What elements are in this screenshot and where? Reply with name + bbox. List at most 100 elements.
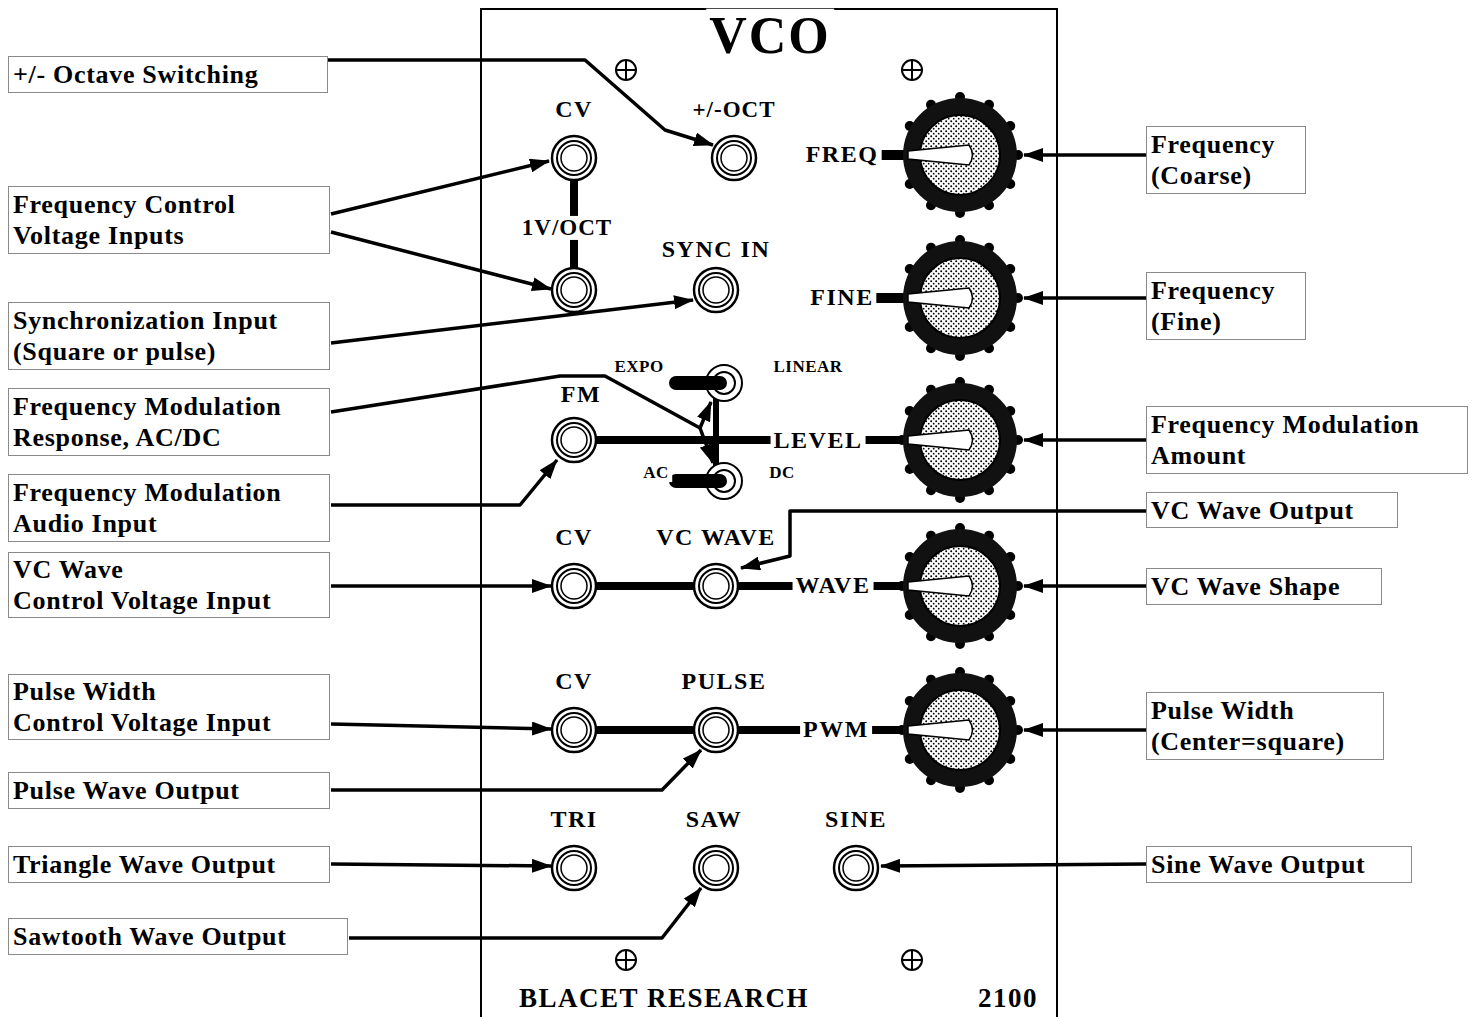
callout-text: VC Wave Shape — [1151, 571, 1375, 602]
callout-text: Frequency (Coarse) — [1151, 129, 1299, 191]
jack-socket — [717, 141, 751, 175]
callout-box: Frequency Modulation Amount — [1146, 406, 1468, 474]
panel-screw — [625, 950, 627, 970]
knob-pointer — [908, 576, 973, 596]
callout-text: Pulse Width Control Voltage Input — [13, 676, 323, 738]
jack-socket — [557, 423, 591, 457]
jack-socket — [703, 277, 729, 303]
leader-line — [1024, 728, 1146, 732]
jack-socket — [694, 708, 738, 752]
leader-line — [328, 60, 713, 145]
jack-socket — [552, 564, 596, 608]
jack-socket — [561, 277, 587, 303]
callout-box: VC Wave Output — [1146, 492, 1398, 528]
callout-text: Sine Wave Output — [1151, 849, 1405, 880]
leader-line — [331, 376, 700, 428]
toggle-lever — [676, 474, 720, 488]
callout-box: Sine Wave Output — [1146, 846, 1412, 883]
callout-text: Sawtooth Wave Output — [13, 921, 341, 952]
callout-box: Pulse Width Control Voltage Input — [8, 674, 330, 740]
panel-label: AC — [640, 464, 672, 482]
panel-label: WAVE — [793, 573, 874, 598]
jack-socket — [552, 846, 596, 890]
jack-socket — [561, 573, 587, 599]
callout-box: Frequency Modulation Response, AC/DC — [8, 388, 330, 456]
panel-label: LINEAR — [770, 358, 845, 376]
leader-lines — [328, 60, 1146, 938]
jack-socket — [557, 273, 591, 307]
callout-box: Pulse Wave Output — [8, 772, 330, 809]
callout-text: Frequency Modulation Response, AC/DC — [13, 391, 323, 453]
jack-socket — [712, 136, 756, 180]
knob-skirt — [903, 383, 1017, 497]
panel-label: VC WAVE — [653, 525, 779, 550]
callout-box: VC Wave Shape — [1146, 568, 1382, 605]
knob-pointer — [908, 145, 973, 165]
panel-parts — [552, 60, 1023, 970]
panel-label: PULSE — [679, 669, 770, 694]
leader-line — [349, 888, 701, 938]
jack-socket — [557, 141, 591, 175]
panel-screw — [625, 60, 627, 80]
callout-text: Frequency Modulation Amount — [1151, 409, 1461, 471]
jack-socket — [557, 851, 591, 885]
callout-box: Synchronization Input (Square or pulse) — [8, 302, 330, 370]
panel-label: SYNC IN — [659, 237, 774, 262]
leader-line — [881, 864, 1146, 866]
callout-box: Triangle Wave Output — [8, 846, 330, 883]
callout-text: Frequency Control Voltage Inputs — [13, 189, 323, 251]
panel-label: DC — [766, 464, 798, 482]
jack-socket — [699, 851, 733, 885]
panel-label: FINE — [807, 285, 876, 310]
knob-skirt — [903, 241, 1017, 355]
callout-box: Pulse Width (Center=square) — [1146, 692, 1384, 760]
callout-text: Frequency Modulation Audio Input — [13, 477, 323, 539]
panel-label: SAW — [683, 807, 746, 832]
leader-line — [1024, 584, 1146, 588]
jack-socket — [699, 273, 733, 307]
panel-label: FM — [558, 382, 604, 407]
leader-line — [331, 584, 551, 588]
callout-text: Pulse Wave Output — [13, 775, 323, 806]
callout-box: Frequency Control Voltage Inputs — [8, 186, 330, 254]
jack-socket — [703, 855, 729, 881]
panel-label: FREQ — [803, 142, 882, 167]
panel-screw — [911, 950, 913, 970]
callout-box: VC Wave Control Voltage Input — [8, 552, 330, 618]
jack-socket — [552, 418, 596, 462]
jack-socket — [721, 145, 747, 171]
leader-line — [1024, 296, 1146, 300]
panel-label: CV — [552, 97, 596, 122]
knob-skirt — [903, 98, 1017, 212]
panel-bar — [713, 398, 719, 466]
leader-line — [331, 300, 693, 343]
leader-line — [331, 750, 701, 790]
panel-screw — [616, 950, 636, 970]
jack-socket — [699, 713, 733, 747]
panel-label: CV — [552, 525, 596, 550]
callout-text: +/- Octave Switching — [13, 59, 321, 90]
jack-socket — [694, 846, 738, 890]
callout-text: VC Wave Output — [1151, 495, 1391, 526]
leader-line — [331, 724, 551, 729]
leader-line — [331, 864, 551, 866]
jack-socket — [561, 717, 587, 743]
panel-screw — [902, 60, 922, 80]
panel-screw — [902, 950, 922, 970]
leader-line — [1024, 153, 1146, 157]
panel-label: VCO — [706, 9, 834, 64]
panel-screw — [911, 60, 913, 80]
panel-label: TRI — [547, 807, 600, 832]
callout-text: Synchronization Input (Square or pulse) — [13, 305, 323, 367]
panel-label: 2100 — [975, 984, 1041, 1012]
jack-socket — [561, 427, 587, 453]
jack-socket — [699, 569, 733, 603]
callout-text: Frequency (Fine) — [1151, 275, 1299, 337]
callout-box: +/- Octave Switching — [8, 56, 328, 93]
leader-line — [331, 232, 551, 289]
jack-socket — [561, 145, 587, 171]
panel-label: SINE — [822, 807, 890, 832]
leader-line — [700, 402, 711, 428]
callout-box: Frequency Modulation Audio Input — [8, 474, 330, 542]
